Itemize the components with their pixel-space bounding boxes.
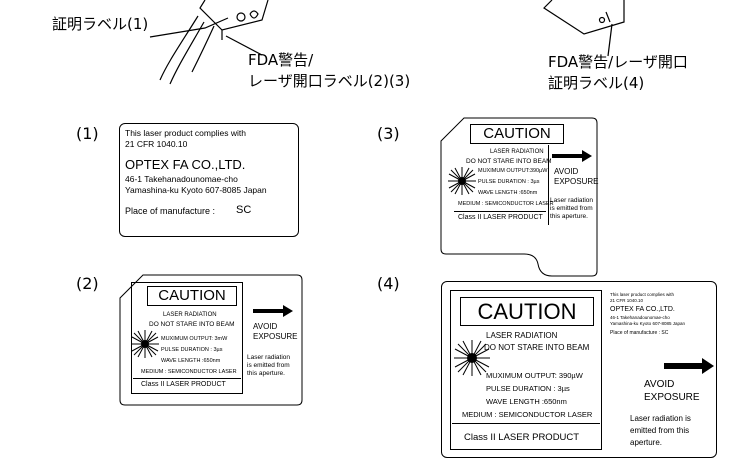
label-2-medium: MEDIUM : SEMICONDUCTOR LASER: [141, 369, 237, 375]
label-2-emit-2: is emitted from: [247, 362, 290, 369]
label-4-caution-box: CAUTION: [460, 297, 594, 326]
arrow-right-icon: [664, 358, 714, 374]
label-4-address-2: Yamashina-ku Kyoto 607-8085 Japan: [610, 321, 685, 326]
label-2-pulse: PULSE DURATION : 3µs: [161, 347, 223, 353]
starburst-icon: [131, 330, 159, 358]
label-2-avoid: AVOID: [253, 322, 278, 331]
label-3-inner-divider: [448, 145, 549, 225]
label-2-exposure: EXPOSURE: [253, 332, 298, 341]
sensor-drawing: [149, 0, 625, 85]
label-4-class: Class II LASER PRODUCT: [464, 432, 580, 443]
label-2-radiation: LASER RADIATION: [163, 312, 217, 318]
label-3-emit-2: is emitted from: [550, 205, 593, 212]
label-3-avoid: AVOID: [554, 167, 579, 176]
callout-fda-right-line2: 証明ラベル(4): [548, 74, 645, 92]
label-3-medium: MEDIUM : SEMICONDUCTOR LASER: [458, 201, 554, 207]
label-4-place: Place of manufacture : SC: [610, 330, 669, 336]
label-4-avoid: AVOID: [644, 379, 675, 390]
label-3-emit-3: this aperture.: [550, 213, 588, 220]
label-4-emit-3: aperture.: [630, 438, 663, 447]
label-3-stare: DO NOT STARE INTO BEAM: [466, 158, 552, 165]
label-2: CAUTION LASER RADIATION DO NOT STARE INT…: [119, 274, 303, 406]
label-4: CAUTION LASER RADIATION DO NOT STARE INT…: [441, 281, 717, 458]
label-4-radiation: LASER RADIATION: [486, 331, 558, 340]
label-3: CAUTION LASER RADIATION DO NOT STARE INT…: [440, 117, 598, 277]
label-4-exposure: EXPOSURE: [644, 392, 700, 403]
cert-company: OPTEX FA CO.,LTD.: [125, 157, 246, 172]
label-4-cert-1: This laser product complies with: [610, 292, 675, 297]
cert-cfr-line: 21 CFR 1040.10: [125, 139, 188, 149]
certification-label: This laser product complies with 21 CFR …: [119, 123, 299, 237]
label-4-company: OPTEX FA CO.,LTD.: [610, 306, 675, 313]
label-number-1: (1): [76, 124, 99, 143]
cert-place-label: Place of manufacture :: [125, 206, 216, 216]
label-4-emit-2: emitted from this: [630, 426, 690, 435]
label-2-stare: DO NOT STARE INTO BEAM: [149, 321, 235, 328]
label-2-emit-1: Laser radiation: [247, 354, 290, 361]
starburst-icon: [454, 340, 490, 376]
callout-cert-label-1: 証明ラベル(1): [52, 15, 149, 33]
label-3-output: MUXIMUM OUTPUT:390µW: [478, 168, 548, 174]
label-3-divider: [454, 211, 546, 212]
label-3-radiation: LASER RADIATION: [490, 149, 544, 155]
arrow-right-icon: [253, 305, 293, 317]
label-3-emit-1: Laser radiation: [550, 197, 593, 204]
cert-address-1: 46-1 Takehanadounomae-cho: [125, 174, 238, 184]
label-3-outline: [440, 117, 598, 277]
callout-fda-right-line1: FDA警告/レーザ開口: [548, 53, 688, 71]
label-2-emit-3: this aperture.: [247, 370, 285, 377]
label-number-4: (4): [377, 274, 400, 293]
label-3-class: Class II LASER PRODUCT: [458, 214, 543, 221]
cert-address-2: Yamashina-ku Kyoto 607-8085 Japan: [125, 185, 267, 195]
label-4-pulse: PULSE DURATION : 3µs: [486, 384, 570, 393]
label-2-inner-box: [131, 282, 243, 394]
label-4-address-1: 46-1 Takehanadounomae-cho: [610, 315, 670, 320]
callout-fda-left-line2: レーザ開口ラベル(2)(3): [248, 72, 411, 90]
starburst-icon: [448, 167, 476, 195]
arrow-right-icon: [552, 150, 592, 162]
callout-fda-left-line1: FDA警告/: [248, 51, 314, 69]
label-number-2: (2): [76, 274, 99, 293]
label-4-wave: WAVE LENGTH :650nm: [486, 397, 567, 406]
label-4-medium: MEDIUM : SEMICONDUCTOR LASER: [462, 410, 593, 419]
label-number-3: (3): [377, 124, 400, 143]
label-4-divider: [452, 423, 600, 424]
label-4-emit-1: Laser radiation is: [630, 414, 691, 423]
label-4-output: MUXIMUM OUTPUT: 390µW: [486, 371, 583, 380]
label-2-output: MUXIMUM OUTPUT: 3mW: [161, 336, 228, 342]
label-2-outline: [119, 274, 303, 406]
label-2-divider: [133, 378, 241, 379]
label-4-inner-box: [450, 290, 602, 450]
label-3-caution-box: CAUTION: [470, 124, 564, 144]
label-4-cert-2: 21 CFR 1040.10: [610, 298, 644, 303]
label-4-stare: DO NOT STARE INTO BEAM: [484, 343, 590, 352]
cert-place-code: SC: [236, 204, 252, 216]
label-2-caution-box: CAUTION: [147, 286, 237, 306]
label-3-exposure: EXPOSURE: [554, 177, 599, 186]
label-3-pulse: PULSE DURATION : 3µs: [478, 179, 540, 185]
cert-compliance-line: This laser product complies with: [125, 128, 246, 138]
label-2-wave: WAVE LENGTH :650nm: [161, 358, 221, 364]
label-3-wave: WAVE LENGTH :650nm: [478, 190, 538, 196]
label-2-class: Class II LASER PRODUCT: [141, 381, 226, 388]
